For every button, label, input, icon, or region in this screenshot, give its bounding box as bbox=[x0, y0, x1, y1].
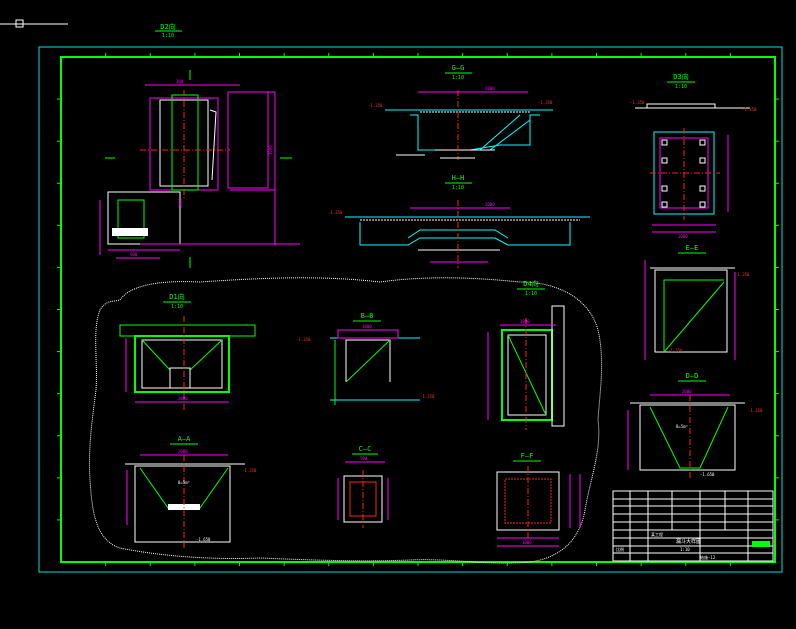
view-gg-scale: 1:10 bbox=[452, 75, 464, 81]
view-d3-title: D3向 bbox=[673, 72, 688, 81]
view-dd-level-bottom: -1.650 bbox=[700, 472, 715, 477]
outer-frame bbox=[38, 46, 783, 573]
view-d3-level-right: -1.350 bbox=[742, 107, 757, 112]
view-aa-level-right: -1.350 bbox=[242, 468, 257, 473]
title-block-drawing-title: 漏斗大样图 bbox=[676, 538, 701, 545]
view-d2-dim-side-a: 1000 bbox=[268, 145, 273, 155]
view-d3-dim-top: 1000 bbox=[678, 234, 688, 239]
title-block-scale-label: 比例 bbox=[616, 546, 624, 552]
view-bb-dim-top: 1000 bbox=[362, 324, 372, 329]
view-d3: D3向 1:10 -1.350 -1.350 1000 bbox=[630, 72, 757, 239]
view-d3-scale: 1:10 bbox=[675, 84, 687, 90]
view-hh: H—H 1:10 2000 -1.350 bbox=[328, 174, 590, 268]
view-dd-level-right: -1.350 bbox=[748, 408, 763, 413]
view-d1-scale: 1:10 bbox=[171, 304, 183, 310]
view-ee-level-bottom: -1.350 bbox=[668, 348, 683, 353]
view-d4-title: D4向 bbox=[523, 279, 538, 288]
view-gg-level-right: -1.350 bbox=[538, 100, 553, 105]
view-hh-title: H—H bbox=[452, 174, 465, 182]
view-d4: D4向 1:10 1000 bbox=[487, 279, 565, 430]
view-bb-title: B—B bbox=[361, 312, 374, 320]
frame-grid-ticks bbox=[57, 53, 779, 566]
view-dd-area-note: 8=5m² bbox=[676, 424, 688, 429]
view-d2: D2向 1:10 1000 500 1500 200 bbox=[99, 22, 300, 268]
view-hh-scale: 1:10 bbox=[452, 185, 464, 191]
view-aa-area-note: 8=5m² bbox=[178, 480, 190, 485]
origin-marker bbox=[0, 19, 68, 28]
view-d3-level-left: -1.350 bbox=[630, 100, 645, 105]
revision-cloud bbox=[88, 277, 603, 564]
view-ee: E—E -1.350 -1.350 bbox=[644, 244, 750, 360]
view-gg-level-left: -1.350 bbox=[368, 103, 383, 108]
view-ff: F—F 1000 bbox=[496, 452, 581, 547]
view-gg-dim-top: 2000 bbox=[485, 86, 495, 91]
view-gg: G—G 1:10 2000 -1.350 -1.350 bbox=[368, 64, 553, 160]
title-block-scale-value: 1:10 bbox=[680, 547, 690, 552]
view-d1-title: D1向 bbox=[169, 292, 184, 301]
view-cc-dim-top: 500 bbox=[360, 456, 368, 461]
view-d1: D1向 1:10 2000 bbox=[119, 292, 256, 412]
title-block: 某工程 漏斗大样图 比例 1:10 结施-12 bbox=[612, 490, 774, 562]
title-block-project: 某工程 bbox=[651, 531, 663, 537]
view-aa: A—A 2000 8=5m² -1.350 -1.650 bbox=[125, 435, 257, 548]
view-dd-title: D—D bbox=[686, 372, 699, 380]
view-gg-title: G—G bbox=[452, 64, 465, 72]
view-bb-level-bottom: -1.350 bbox=[420, 394, 435, 399]
view-ee-title: E—E bbox=[686, 244, 699, 252]
view-cc-title: C—C bbox=[359, 445, 372, 453]
view-dd-dim-top: 2000 bbox=[682, 389, 692, 394]
title-block-drawing-no: 结施-12 bbox=[700, 554, 716, 560]
view-dd: D—D 2000 8=5m² -1.350 -1.650 bbox=[627, 372, 763, 478]
view-hh-level-left: -1.350 bbox=[328, 210, 343, 215]
view-ee-level-top: -1.350 bbox=[735, 272, 750, 277]
view-bb-level-top: -1.350 bbox=[296, 337, 311, 342]
view-cc: C—C 500 bbox=[337, 445, 389, 528]
view-d2-scale: 1:10 bbox=[162, 33, 174, 39]
view-hh-dim-top: 2000 bbox=[485, 202, 495, 207]
view-d2-title: D2向 bbox=[160, 22, 175, 31]
view-aa-title: A—A bbox=[178, 435, 191, 443]
view-d2-dim-bottom: 500 bbox=[130, 252, 138, 257]
view-d4-scale: 1:10 bbox=[525, 291, 537, 297]
view-bb: B—B 1000 -1.350 -1.350 bbox=[296, 312, 435, 405]
view-aa-level-bottom: -1.650 bbox=[196, 537, 211, 542]
view-d4-dim-top: 1000 bbox=[520, 319, 530, 324]
view-d2-dim-top: 200 bbox=[176, 79, 184, 84]
view-d2-dim-side-b: 1500 bbox=[178, 198, 183, 208]
view-d1-dim-top: 2000 bbox=[178, 396, 188, 401]
view-ff-title: F—F bbox=[521, 452, 534, 460]
view-aa-dim-top: 2000 bbox=[178, 449, 188, 454]
view-ff-dim-top: 1000 bbox=[522, 540, 532, 545]
